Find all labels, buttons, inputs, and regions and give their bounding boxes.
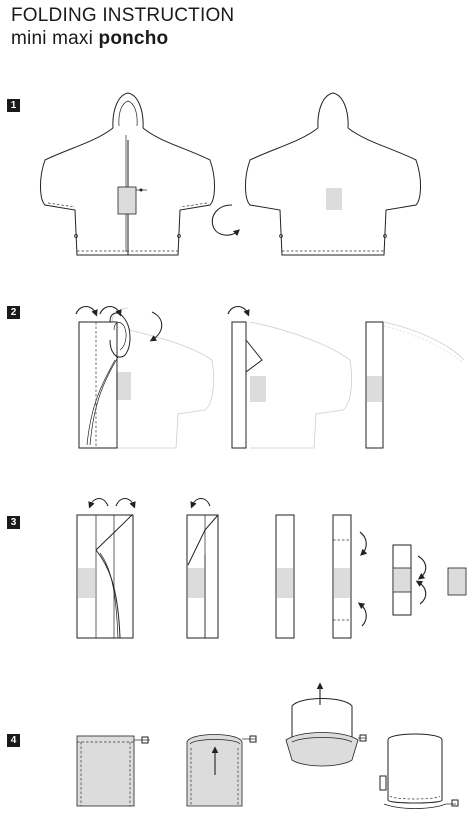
rotate-arrow-icon <box>211 204 240 237</box>
step-4-badge: 4 <box>7 734 20 747</box>
step-3-fold-b <box>186 497 219 639</box>
step-3-folded-packet <box>447 567 467 596</box>
step-3-fold-a <box>76 497 136 639</box>
step-4-pouch-d <box>379 733 459 809</box>
step-1-poncho-back <box>245 92 421 256</box>
step-2-fold-a <box>75 305 214 449</box>
step-2-badge: 2 <box>7 306 20 319</box>
title-bold: poncho <box>98 28 169 49</box>
step-1-badge: 1 <box>7 99 20 112</box>
step-4-pouch-c <box>285 682 367 767</box>
step-3-fold-e <box>392 544 427 616</box>
step-3-fold-c <box>275 514 295 639</box>
step-4-pouch-b <box>186 734 257 807</box>
title-line-1: FOLDING INSTRUCTION <box>11 5 235 26</box>
step-2-fold-b <box>227 305 352 449</box>
page-title: FOLDING INSTRUCTION mini maxi poncho <box>11 4 234 50</box>
title-line-2: mini maxi poncho <box>11 27 234 50</box>
step-1-poncho-front <box>40 92 215 256</box>
step-3-badge: 3 <box>7 516 20 529</box>
step-3-fold-d <box>332 514 368 639</box>
title-prefix: mini maxi <box>11 28 99 49</box>
step-4-pouch-a <box>76 735 150 807</box>
step-2-fold-c <box>365 321 465 449</box>
